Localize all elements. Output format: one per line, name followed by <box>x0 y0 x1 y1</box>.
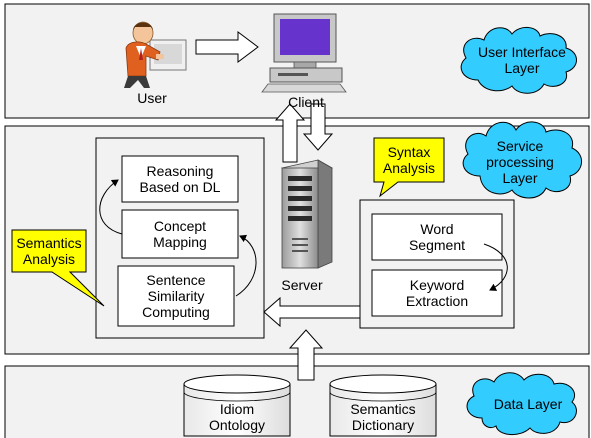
client-computer-icon <box>261 13 347 93</box>
concept-to-reasoning-arrow <box>99 179 123 235</box>
data-layer-cloud <box>466 372 577 435</box>
data-to-service-arrow <box>288 329 324 381</box>
word-to-keyword-arrow <box>483 243 508 291</box>
idiom-ontology-database-icon <box>183 374 291 437</box>
server-icon <box>280 159 334 269</box>
sentence-similarity-box <box>117 265 235 327</box>
semantics-dictionary-database-icon <box>329 374 437 437</box>
word-segment-box <box>371 213 503 261</box>
concept-mapping-box <box>121 209 239 259</box>
reasoning-box <box>121 155 239 203</box>
data-layer-label: Data Layer <box>493 396 563 412</box>
service-layer-cloud <box>462 121 582 199</box>
user-to-client-arrow <box>195 31 259 63</box>
ui-layer-cloud <box>460 27 577 94</box>
semantics-analysis-callout <box>11 229 105 307</box>
user-icon <box>124 21 187 88</box>
syntax-to-semantics-arrow <box>263 296 361 328</box>
client-label: Client <box>288 94 324 110</box>
keyword-extraction-box <box>371 269 503 317</box>
user-label: User <box>137 90 167 106</box>
client-to-server-arrow <box>302 103 334 151</box>
syntax-analysis-callout <box>373 137 445 198</box>
server-to-client-arrow <box>274 103 306 163</box>
sentence-to-concept-arrow <box>235 234 257 297</box>
server-label: Server <box>281 277 323 293</box>
